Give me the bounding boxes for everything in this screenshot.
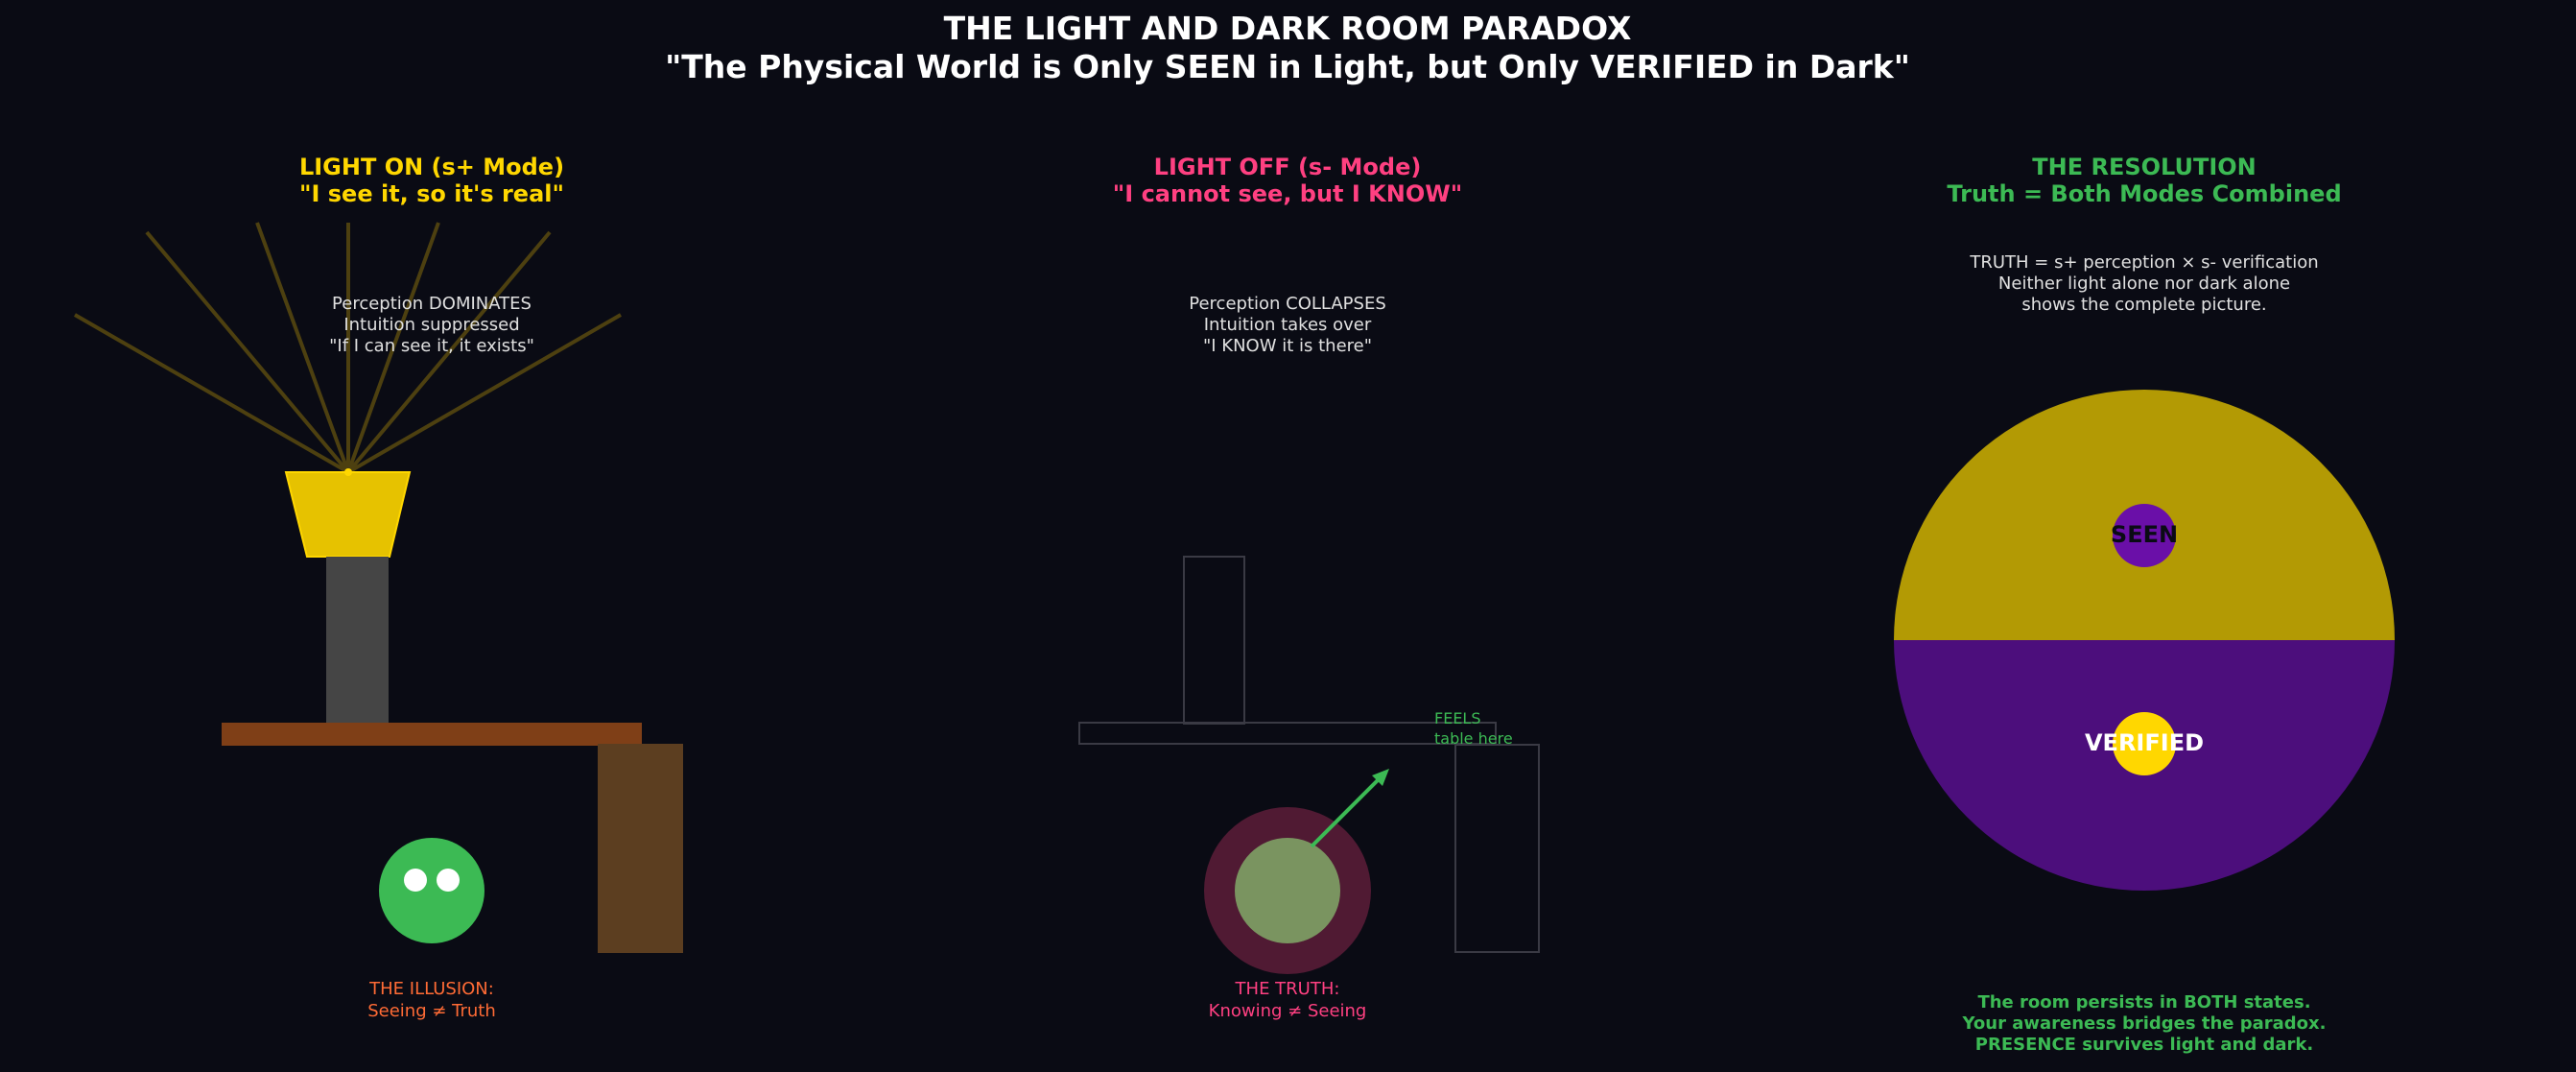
resolution-description: TRUTH = s+ perception × s- verification …: [1970, 252, 2318, 316]
conclusion-line: Your awareness bridges the paradox.: [1962, 1013, 2327, 1034]
reach-arrow-icon: [1310, 769, 1389, 848]
desc-line: Perception COLLAPSES: [1189, 294, 1386, 314]
table-leg-outline: [1454, 744, 1540, 953]
light-on-subtitle: "I see it, so it's real": [298, 180, 564, 207]
light-rays: [74, 222, 623, 474]
light-on-title: LIGHT ON (s+ Mode): [298, 154, 565, 180]
light-off-heading: LIGHT OFF (s- Mode) "I cannot see, but I…: [1113, 154, 1462, 207]
table-top-outline: [1078, 722, 1497, 745]
light-off-description: Perception COLLAPSES Intuition takes ove…: [1189, 294, 1386, 357]
conclusion-line: The room persists in BOTH states.: [1977, 992, 2311, 1012]
feels-table-annotation: FEELS table here: [1434, 708, 1513, 749]
table-leg: [598, 744, 683, 953]
desc-line: Intuition takes over: [1203, 315, 1372, 335]
light-on-description: Perception DOMINATES Intuition suppresse…: [329, 294, 534, 357]
desc-line: Intuition suppressed: [343, 315, 520, 335]
lamp-base: [326, 557, 389, 724]
desc-line: Perception DOMINATES: [332, 294, 532, 314]
seen-dot-icon: [2113, 504, 2176, 567]
table-top: [222, 723, 642, 746]
verified-label: VERIFIED: [2084, 729, 2205, 756]
desc-line: Neither light alone nor dark alone: [1997, 274, 2291, 294]
resolution-conclusion: The room persists in BOTH states. Your a…: [1963, 992, 2327, 1056]
truth-caption: THE TRUTH: Knowing ≠ Seeing: [1209, 978, 1367, 1022]
desc-line: shows the complete picture.: [2021, 295, 2267, 315]
light-off-title: LIGHT OFF (s- Mode): [1153, 154, 1422, 180]
resolution-circle: [1894, 390, 2395, 891]
annotation-line: table here: [1434, 729, 1513, 748]
main-title: THE LIGHT AND DARK ROOM PARADOX "The Phy…: [665, 10, 1910, 86]
caption-line: Seeing ≠ Truth: [367, 1001, 496, 1021]
seen-label: SEEN: [2110, 521, 2179, 548]
resolution-subtitle: Truth = Both Modes Combined: [1947, 180, 2342, 207]
lamp-outline: [1183, 556, 1245, 725]
lamp-shade-icon: [284, 471, 412, 558]
conclusion-line: PRESENCE survives light and dark.: [1974, 1035, 2314, 1055]
desc-line: "I KNOW it is there": [1202, 336, 1373, 356]
caption-line: THE TRUTH:: [1235, 979, 1340, 999]
annotation-line: FEELS: [1434, 709, 1481, 727]
verified-dot-icon: [2113, 712, 2176, 775]
observer-eyes-open-icon: [379, 838, 484, 943]
desc-line: "If I can see it, it exists": [329, 336, 534, 356]
light-on-heading: LIGHT ON (s+ Mode) "I see it, so it's re…: [299, 154, 564, 207]
caption-line: THE ILLUSION:: [369, 979, 494, 999]
resolution-title: THE RESOLUTION: [2032, 154, 2257, 180]
resolution-heading: THE RESOLUTION Truth = Both Modes Combin…: [1947, 154, 2341, 207]
illusion-caption: THE ILLUSION: Seeing ≠ Truth: [367, 978, 496, 1022]
desc-line: TRUTH = s+ perception × s- verification: [1970, 252, 2319, 273]
caption-line: Knowing ≠ Seeing: [1208, 1001, 1367, 1021]
main-title-line1: THE LIGHT AND DARK ROOM PARADOX: [943, 10, 1632, 47]
light-off-subtitle: "I cannot see, but I KNOW": [1112, 180, 1463, 207]
observer-intuition-icon: [1204, 807, 1371, 974]
main-title-line2: "The Physical World is Only SEEN in Ligh…: [665, 48, 1910, 85]
light-source-icon: [344, 468, 352, 476]
